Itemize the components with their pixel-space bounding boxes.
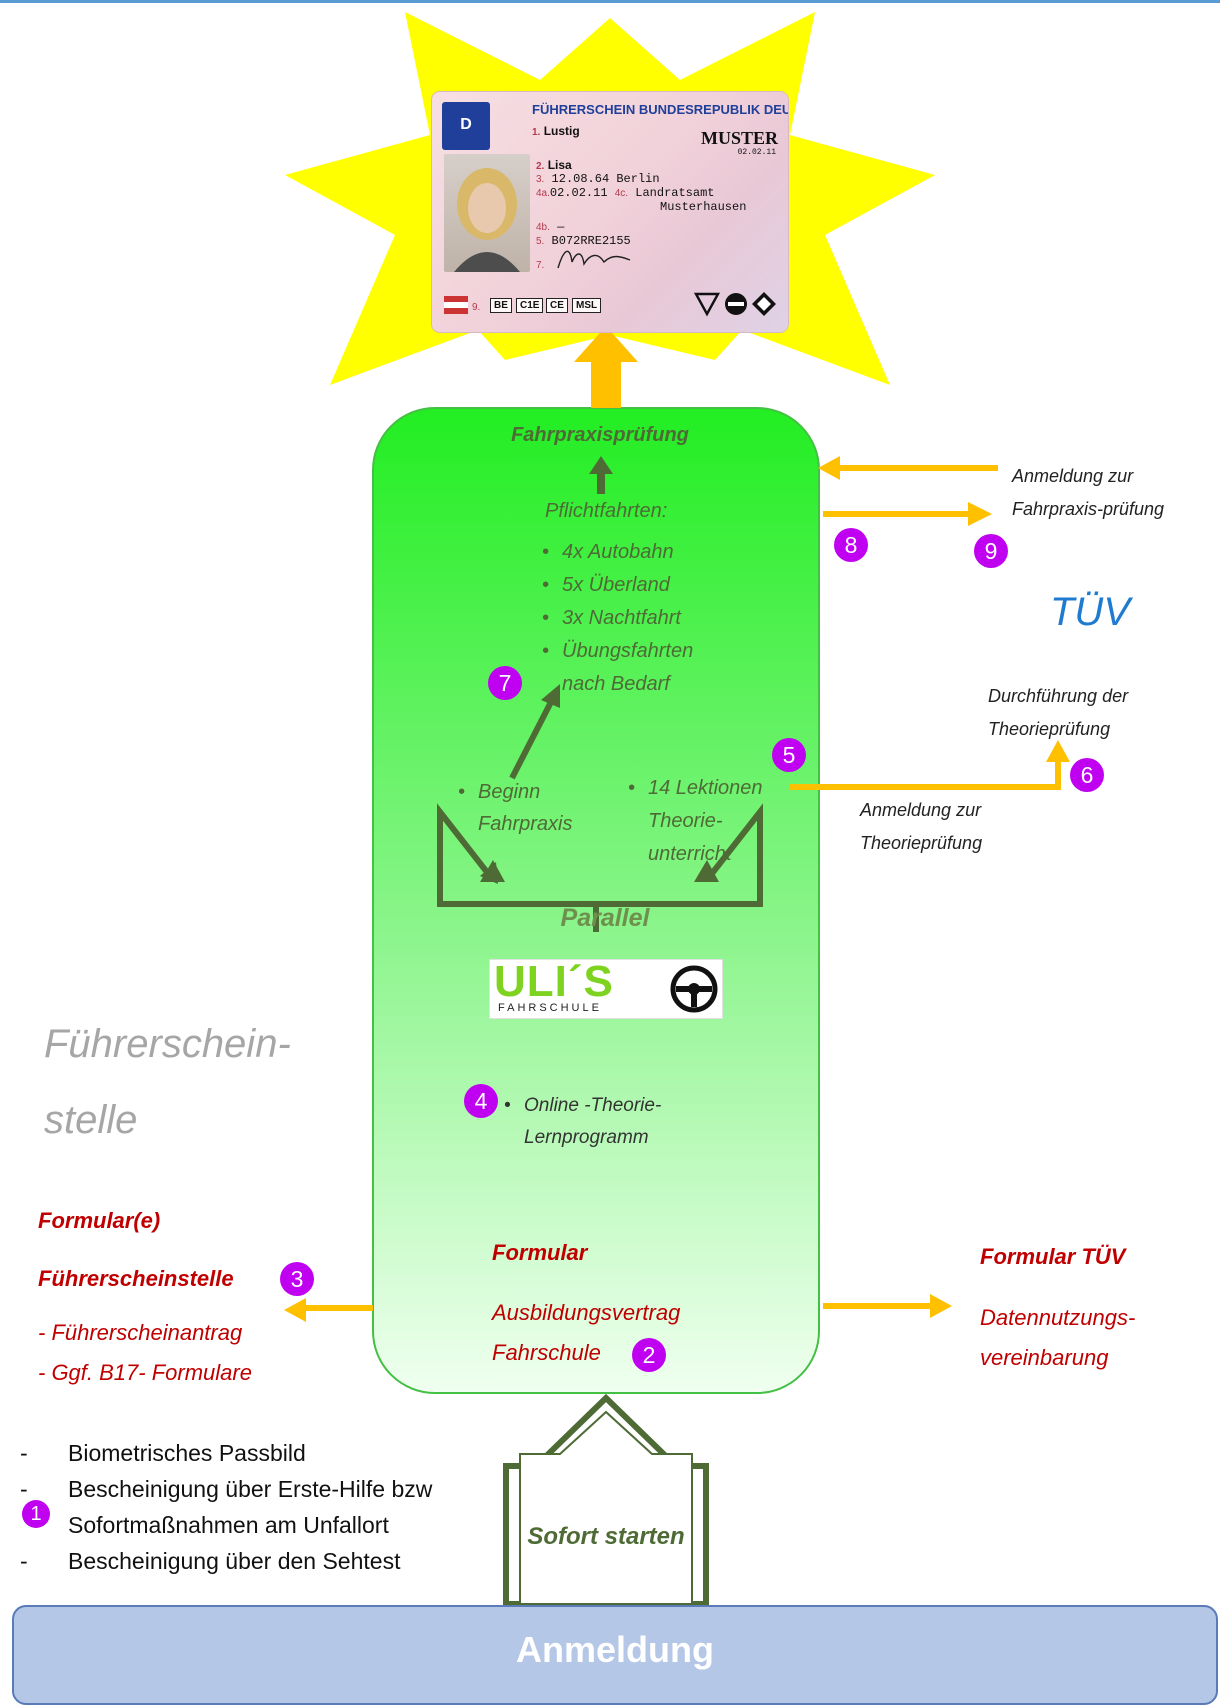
license-symbols-icon (694, 292, 776, 317)
step-number-8: 8 (834, 528, 868, 562)
steering-wheel-icon (670, 965, 718, 1013)
document-item: -Biometrisches Passbild (20, 1440, 306, 1466)
step-number-6: 6 (1070, 758, 1104, 792)
datennutzung-text: Datennutzungs-vereinbarung (980, 1305, 1136, 1370)
lektionen-item: 14 Lektionen Theorie-unterricht (628, 772, 778, 871)
step-number-2: 2 (632, 1338, 666, 1372)
arrow-pflicht-up (597, 472, 605, 494)
step-number-7: 7 (488, 666, 522, 700)
online-theorie-list: Online -Theorie-Lernprogramm (504, 1090, 704, 1154)
eu-flag-icon: D (442, 102, 490, 150)
license-class-msl: MSL (572, 298, 602, 313)
fahrschule-logo: ULI´S FAHRSCHULE (490, 960, 722, 1018)
pflichtfahrten-list: 4x Autobahn 5x Überland 3x Nachtfahrt Üb… (542, 536, 712, 701)
license-country: D (460, 116, 472, 133)
documents-list: -Biometrisches Passbild -Bescheinigung ü… (8, 1440, 498, 1584)
beginn-fahrpraxis-list: Beginn Fahrpraxis (458, 776, 588, 840)
document-item: -Bescheinigung über Erste-Hilfe bzw (20, 1476, 433, 1502)
arrow-to-formular-tuev-head (930, 1294, 952, 1318)
anmeldung-label: Anmeldung (516, 1629, 714, 1670)
license-field-4: 4a.02.02.11 4c. Landratsamt (536, 186, 715, 200)
ausbildungsvertrag-line2: Fahrschule (492, 1340, 601, 1365)
arrow-to-license (591, 360, 621, 408)
license-flag-icon (444, 296, 468, 314)
tuev-title: TÜV (1050, 590, 1130, 634)
arrow-to-fuehrerscheinstelle-head (284, 1298, 306, 1322)
step-number-5: 5 (772, 738, 806, 772)
fork-left-arrowhead (480, 860, 505, 882)
arrow-8-to-9-head (968, 502, 992, 526)
license-title: FÜHRERSCHEIN BUNDESREPUBLIK DEUTSCHLAND (532, 102, 788, 117)
pflicht-item: Übungsfahrten nach Bedarf (542, 635, 712, 701)
fuehrerscheinstelle-line1: Führerschein- (44, 1022, 291, 1066)
license-signature (557, 250, 631, 269)
fahrpraxispruefung-label: Fahrpraxisprüfung (511, 424, 689, 446)
license-field-2: 2. Lisa (536, 158, 572, 172)
logo-main-text: ULI´S (494, 957, 614, 1006)
license-class-be: BE (490, 298, 512, 313)
ausbildungsvertrag-line1: Ausbildungsvertrag (492, 1300, 681, 1325)
fork-right-arrowhead (694, 860, 719, 882)
license-muster: MUSTER (700, 128, 778, 148)
anmeldung-fahrpraxis-text: Anmeldung zur Fahrpraxis-prüfung (1012, 466, 1165, 519)
sofort-starten-label: Sofort starten (527, 1523, 685, 1550)
beginn-fahrpraxis-item: Beginn Fahrpraxis (458, 776, 588, 840)
document-item: -Bescheinigung über den Sehtest (20, 1548, 401, 1574)
arrow-theorie-to-tuev (790, 760, 1061, 790)
arrow-to-license-head (574, 326, 638, 362)
parallel-label: Parallel (560, 904, 650, 932)
formulare-item-antrag: - Führerscheinantrag (38, 1320, 243, 1345)
license-field-5: 5. B072RRE2155 (536, 234, 631, 248)
step-number-1: 1 (22, 1500, 50, 1528)
logo-sub-text: FAHRSCHULE (498, 1002, 602, 1014)
license-field-9: 9. (472, 302, 481, 313)
license-field-7: 7. (536, 260, 545, 271)
pflichtfahrten-title: Pflichtfahrten: (545, 500, 668, 522)
formulare-item-b17: - Ggf. B17- Formulare (38, 1360, 252, 1385)
formular-title: Formular (492, 1240, 588, 1265)
fork-left-branch (437, 803, 596, 907)
license-field-4c-2: Musterhausen (660, 200, 747, 214)
driving-license-card: D FÜHRERSCHEIN BUNDESREPUBLIK DEUTSCHLAN… (432, 92, 788, 332)
license-class-c1e: C1E (516, 298, 544, 313)
lektionen-list: 14 Lektionen Theorie-unterricht (628, 772, 778, 871)
document-item: Sofortmaßnahmen am Unfallort (68, 1512, 389, 1538)
license-class-ce: CE (546, 298, 568, 313)
anmeldung-theorie-text: Anmeldung zur Theorieprüfung (860, 800, 983, 853)
arrow-theorie-to-tuev-head (1046, 740, 1070, 762)
arrow-anmeldung-fahrpraxis-head (818, 456, 840, 480)
formulare-title: Formular(e) (38, 1208, 161, 1233)
anmeldung-bar: Anmeldung (12, 1605, 1218, 1705)
license-field-4b: 4b. — (536, 220, 565, 234)
top-border-line (0, 0, 1220, 3)
formular-tuev-title: Formular TÜV (980, 1244, 1126, 1269)
license-field-1: 1. Lustig (532, 124, 580, 138)
online-theorie-item: Online -Theorie-Lernprogramm (504, 1090, 704, 1154)
license-photo (444, 154, 530, 272)
formulare-subtitle: Führerscheinstelle (38, 1266, 234, 1291)
fuehrerscheinstelle-line2: stelle (44, 1098, 138, 1142)
pflicht-item: 5x Überland (542, 569, 712, 602)
license-field-3: 3. 12.08.64 Berlin (536, 172, 660, 186)
step-number-4: 4 (464, 1084, 498, 1118)
sofort-starten-arrow-inner (519, 1410, 693, 1605)
arrow-beginn-to-pflicht (509, 700, 554, 780)
step-number-9: 9 (974, 534, 1008, 568)
arrow-pflicht-up-head (589, 456, 613, 474)
license-muster-date: 02.02.11 (737, 148, 776, 157)
pflicht-item: 3x Nachtfahrt (542, 602, 712, 635)
pflicht-item: 4x Autobahn (542, 536, 712, 569)
durchfuehrung-text: Durchführung der Theorieprüfung (988, 686, 1129, 739)
step-number-3: 3 (280, 1262, 314, 1296)
